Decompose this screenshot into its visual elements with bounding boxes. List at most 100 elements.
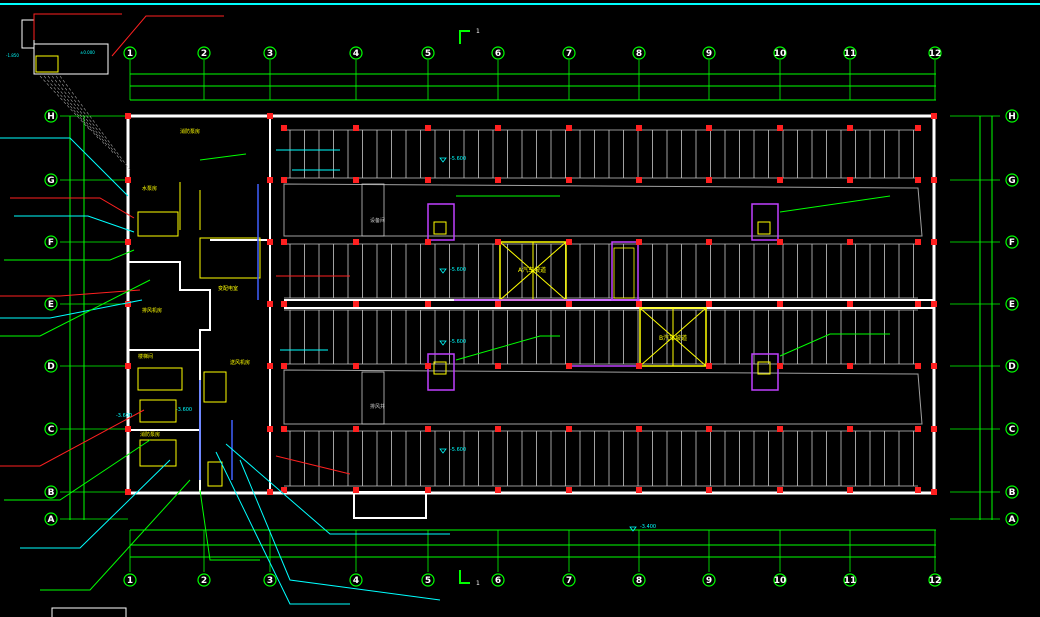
column [777,426,783,432]
room-label-6: 楼梯间 [138,353,153,360]
column-left [125,426,131,432]
column [847,426,853,432]
column [281,239,287,245]
leader-line [199,489,260,561]
column [636,239,642,245]
detail-elev-2: ±0.000 [80,50,95,55]
column [566,363,572,369]
column [353,301,359,307]
grid-bubble-left-D: D [44,359,58,373]
leader-line [4,249,135,261]
column [636,426,642,432]
column [425,487,431,493]
column-left [125,489,131,495]
grid-bubble-bottom-5: 5 [421,573,435,587]
grid-bubble-top-11-text: 11 [844,49,857,59]
grid-bubble-right-G: G [1005,173,1019,187]
column [915,363,921,369]
column [847,239,853,245]
grid-bubble-left-B: B [44,485,58,499]
column [636,363,642,369]
column [495,426,501,432]
grid-column-group [129,60,936,572]
ramp-b: B汽车坡道 [639,307,707,367]
column-right [931,363,937,369]
grid-bubble-bottom-11-circle [843,573,857,587]
leader-lines [0,13,891,605]
elev-marker-1: -5.600 [450,156,466,162]
leader-line [779,195,891,213]
section-mark-bottom [459,570,470,584]
section-mark-bottom-label: 1 [476,580,480,587]
column [353,426,359,432]
column [566,301,572,307]
leader-line [14,215,135,233]
column [847,177,853,183]
column [915,177,921,183]
grid-bubble-bottom-3-text: 3 [267,576,273,586]
column-left [125,363,131,369]
grid-bubble-left-D-circle [44,359,58,373]
grid-bubble-left-B-circle [44,485,58,499]
column-mid [267,426,273,432]
detail-box-top-left: -1.850 ±0.000 [6,19,109,75]
grid-bubble-bottom-4: 4 [349,573,363,587]
grid-bubble-right-D-text: D [1008,362,1015,372]
grid-bubble-bottom-2-text: 2 [201,576,207,586]
elev-marker-4: -5.600 [450,447,466,453]
column [915,125,921,131]
column [915,426,921,432]
grid-bubble-right-G-circle [1005,173,1019,187]
grid-bubble-top-4: 4 [349,46,363,60]
column [353,487,359,493]
aisle-upper [283,183,923,237]
grid-bubble-bottom-9-circle [702,573,716,587]
grid-bubble-bottom-6-circle [491,573,505,587]
column [706,239,712,245]
grid-bubble-top-10-circle [773,46,787,60]
grid-bubble-right-A-text: A [1009,515,1016,525]
leader-line [33,13,122,40]
leader-line [4,439,151,501]
grid-bubble-left-A-text: A [48,515,55,525]
leader-line [111,15,224,57]
column-mid [267,113,273,119]
grid-bubble-left-C: C [44,422,58,436]
column-mid [267,177,273,183]
ramp-b-label: B汽车坡道 [659,334,687,342]
column-mid [267,301,273,307]
grid-bubble-left-B-text: B [48,488,55,498]
blue-ducts [199,184,259,480]
grid-bubble-top-12: 12 [928,46,942,60]
grid-bubble-top-2-text: 2 [201,49,207,59]
column [636,301,642,307]
column [847,363,853,369]
column-right [931,489,937,495]
leader-line [40,479,191,591]
grid-bubble-bottom-7-circle [562,573,576,587]
shaft-labels: 设备间 排风井 [370,217,385,410]
column [706,177,712,183]
elevation-markers: -5.600 -5.600 -5.600 -5.600 -3.400 -3.60… [116,156,656,530]
hatch-line [51,75,115,155]
leader-line [0,299,143,319]
grid-bubble-top-2: 2 [197,46,211,60]
grid-bubble-right-C: C [1005,422,1019,436]
grid-bubble-top-12-text: 12 [929,49,942,59]
bottom-dimension-lines [130,529,936,558]
leader-line [10,197,135,219]
elev-marker-5: -3.400 [640,524,656,530]
grid-bubble-top-6-circle [491,46,505,60]
bottom-stair-box [353,491,427,519]
interior-walls [128,116,934,493]
grid-bubble-bottom-9: 9 [702,573,716,587]
grid-bubble-bottom-10-circle [773,573,787,587]
grid-bubble-top-5-text: 5 [425,49,431,59]
room-label-3: 变配电室 [218,285,238,292]
grid-bubble-right-E: E [1005,297,1019,311]
leader-line [0,289,141,297]
elev-marker-7: -3.600 [116,413,132,419]
grid-bubble-top-5-circle [421,46,435,60]
grid-bubble-left-C-circle [44,422,58,436]
column [353,177,359,183]
